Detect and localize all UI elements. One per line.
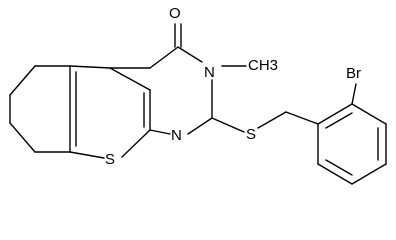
- methyl-label: CH3: [248, 57, 278, 74]
- molecule-canvas: O N CH3 N S S Br: [9, 5, 387, 185]
- pyrimidinone-ring: [109, 46, 213, 135]
- oxygen-label: O: [169, 5, 181, 22]
- carbonyl-bond: [174, 23, 182, 48]
- thioether-chain: [211, 111, 319, 133]
- thiophene-ring: [69, 65, 151, 159]
- molecule-drawing: O N CH3 N S S Br: [9, 5, 387, 185]
- bromophenyl-ring: [317, 83, 387, 185]
- nitrogen-ring-label: N: [171, 127, 182, 144]
- bromine-label: Br: [346, 65, 361, 82]
- cyclohexene-ring: [9, 65, 71, 153]
- sulfur-ring-label: S: [105, 151, 115, 168]
- sulfur-thioether-label: S: [246, 126, 256, 143]
- nitrogen-methyl-label: N: [204, 64, 215, 81]
